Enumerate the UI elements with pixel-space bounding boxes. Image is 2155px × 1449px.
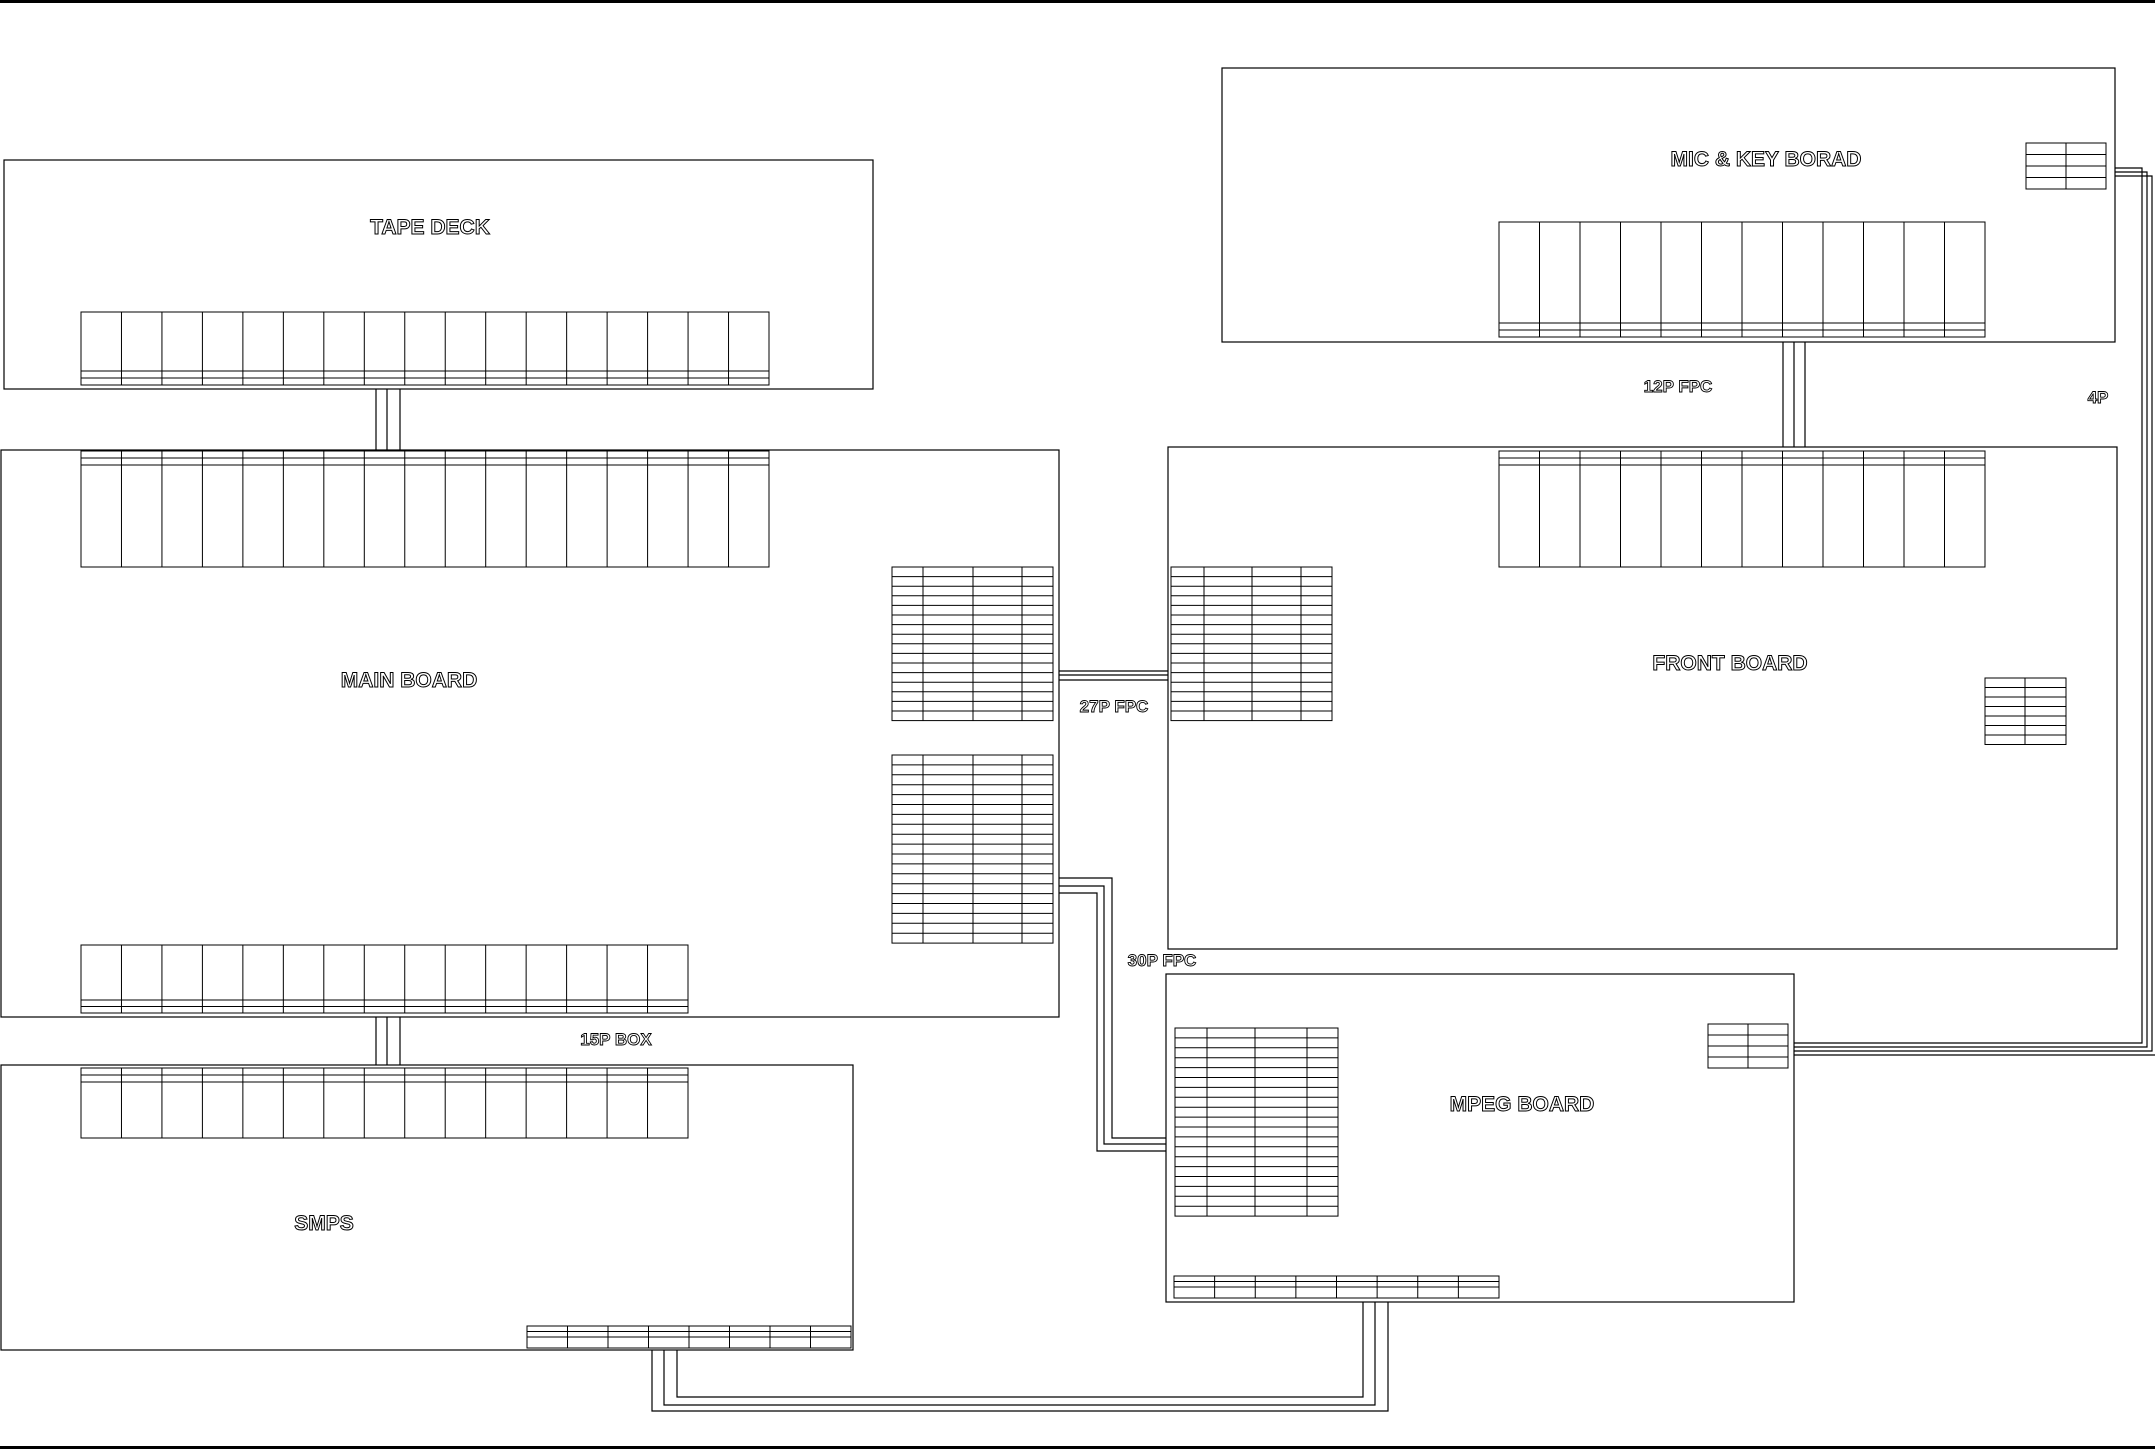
- main-board: MAIN BOARD: [0, 449, 1060, 1018]
- mic-key-connector: [1498, 221, 1986, 338]
- smps-top-connector: [80, 1067, 689, 1139]
- cable-mpeg-to-mic-4p: [1794, 167, 2155, 1056]
- main-board-bottom-connector: [80, 944, 689, 1014]
- mic-key-small-table: [2025, 142, 2107, 190]
- cable-tape-to-main: [375, 389, 401, 450]
- mic-key-label: MIC & KEY BORAD: [1671, 148, 1862, 171]
- smps-label: SMPS: [294, 1212, 354, 1235]
- fpc-27p-label: 27P FPC: [1080, 697, 1149, 716]
- connector-pin-grids: [80, 142, 2107, 1349]
- fpc-12p-label: 12P FPC: [1644, 377, 1713, 396]
- smps-board: SMPS: [0, 1064, 854, 1351]
- front-board-27p-table: [1170, 566, 1333, 722]
- tape-deck-board: TAPE DECK: [3, 159, 874, 390]
- mpeg-small-table: [1707, 1023, 1789, 1069]
- smps-bottom-connector: [526, 1325, 852, 1349]
- mpeg-board: MPEG BOARD: [1165, 973, 1795, 1303]
- tape-deck-connector: [80, 311, 770, 386]
- main-board-top-connector: [80, 450, 770, 568]
- cable-smps-to-mpeg: [651, 1302, 1389, 1412]
- fpc-30p-label: 30P FPC: [1128, 951, 1197, 970]
- front-board-top-connector: [1498, 450, 1986, 568]
- tape-deck-label: TAPE DECK: [370, 216, 490, 239]
- front-board-small-table: [1984, 677, 2067, 745]
- main-board-27p-table: [891, 566, 1054, 722]
- cable-mic-to-front-12p: [1782, 342, 1806, 447]
- cable-main-to-smps: [375, 1017, 401, 1065]
- front-board-label: FRONT BOARD: [1652, 652, 1807, 675]
- mpeg-30p-table: [1174, 1027, 1339, 1217]
- front-board: FRONT BOARD: [1167, 446, 2118, 950]
- mpeg-bottom-connector: [1173, 1275, 1500, 1299]
- main-board-30p-table: [891, 754, 1054, 944]
- main-board-label: MAIN BOARD: [341, 669, 478, 692]
- mic-key-board: MIC & KEY BORAD: [1221, 67, 2116, 343]
- box-15p-label: 15P BOX: [580, 1030, 652, 1049]
- p4-label: 4P: [2088, 388, 2109, 407]
- mpeg-board-label: MPEG BOARD: [1450, 1093, 1595, 1116]
- cable-main-to-front-27p: [1059, 670, 1168, 681]
- cable-main-to-mpeg-30p: [1059, 877, 1166, 1152]
